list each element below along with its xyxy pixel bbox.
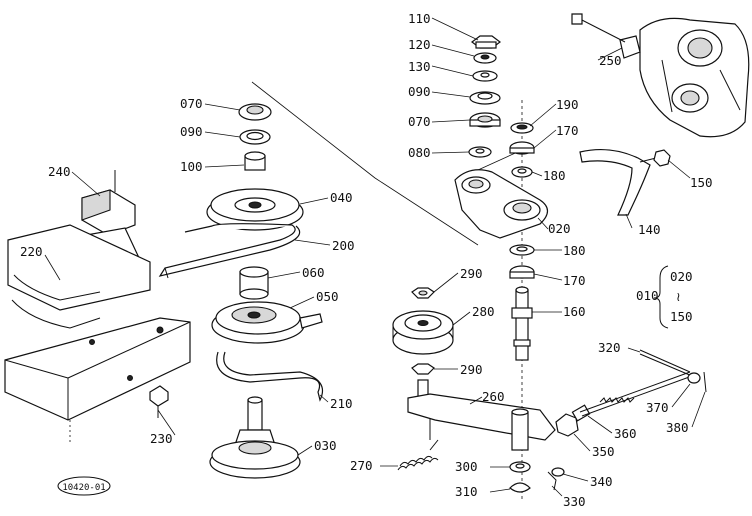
callout-260: 260	[482, 389, 505, 404]
callout-350: 350	[592, 444, 615, 459]
callout-300: 300	[455, 459, 478, 474]
callout-170-upper: 170	[556, 123, 579, 138]
guide-line	[251, 81, 479, 246]
callout-160: 160	[563, 304, 586, 319]
part-310-clip	[509, 482, 531, 493]
callout-090-lower: 090	[180, 124, 203, 139]
diagram-code-box: 10420-01	[57, 476, 111, 496]
part-100-collar	[244, 151, 266, 171]
part-250-gearbox	[571, 13, 750, 138]
callout-270: 270	[350, 458, 373, 473]
assembly-note-to: 150	[670, 309, 693, 324]
callout-250: 250	[599, 53, 622, 68]
callout-190: 190	[556, 97, 579, 112]
part-370-washer	[687, 372, 701, 384]
part-230-bolt	[149, 385, 169, 418]
callout-290-top: 290	[460, 266, 483, 281]
callout-050: 050	[316, 289, 339, 304]
leader-lines	[44, 17, 706, 497]
callout-290-bottom: 290	[460, 362, 483, 377]
callout-120: 120	[408, 37, 431, 52]
part-130-washer	[472, 70, 498, 82]
callout-040: 040	[330, 190, 353, 205]
part-290-nut-top	[411, 287, 435, 299]
callout-140: 140	[638, 222, 661, 237]
callout-labels: 110 120 130 090 070 080 190 170 180 020 …	[20, 11, 713, 509]
part-300-washer	[509, 461, 531, 473]
part-160-shaft	[511, 286, 533, 361]
callout-100: 100	[180, 159, 203, 174]
callout-030: 030	[314, 438, 337, 453]
callout-080: 080	[408, 145, 431, 160]
callout-130: 130	[408, 59, 431, 74]
part-080-collar	[468, 146, 492, 158]
callout-310: 310	[455, 484, 478, 499]
part-330-pin	[547, 471, 557, 491]
callout-020: 020	[548, 221, 571, 236]
diagram-code: 10420-01	[62, 483, 105, 493]
part-150-bolt	[639, 149, 671, 167]
part-170-bearing-lower	[509, 265, 535, 279]
callout-320: 320	[598, 340, 621, 355]
callout-200: 200	[332, 238, 355, 253]
callout-340: 340	[590, 474, 613, 489]
part-280-idler-pulley	[392, 310, 454, 355]
callout-150: 150	[690, 175, 713, 190]
part-210-belt	[216, 351, 324, 402]
callout-230: 230	[150, 431, 173, 446]
callout-330: 330	[563, 494, 586, 509]
callout-170-lower: 170	[563, 273, 586, 288]
part-200-belt	[158, 223, 301, 279]
part-140-bracket	[579, 148, 651, 216]
part-110-nut	[471, 35, 501, 49]
callout-280: 280	[472, 304, 495, 319]
callout-070-lower: 070	[180, 96, 203, 111]
part-030-spindle	[209, 396, 301, 479]
callout-060: 060	[302, 265, 325, 280]
part-340-washer	[551, 467, 565, 477]
part-090-seal-upper	[469, 91, 501, 105]
part-380-pin	[703, 371, 707, 393]
part-260-tension-arm	[407, 379, 556, 451]
assembly-note-prefix: 010	[636, 288, 659, 303]
part-290-nut-bottom	[411, 363, 435, 375]
part-190-ring	[510, 122, 534, 134]
part-220-frame	[4, 224, 191, 445]
part-350-nut	[555, 413, 579, 437]
callout-380: 380	[666, 420, 689, 435]
callout-370: 370	[646, 400, 669, 415]
callout-180-upper: 180	[543, 168, 566, 183]
part-180-washer	[511, 166, 533, 178]
part-170-bearing	[509, 141, 535, 155]
part-040-pulley	[206, 188, 304, 231]
assembly-note-brace	[653, 265, 669, 329]
part-060-collar	[239, 266, 269, 300]
callout-070-upper: 070	[408, 114, 431, 129]
assembly-note-sep: ≀	[676, 289, 681, 304]
callout-210: 210	[330, 396, 353, 411]
part-180-washer-lower	[509, 244, 535, 256]
part-070-bearing-upper	[469, 112, 501, 128]
part-270-spring	[397, 439, 439, 471]
callout-180-lower: 180	[563, 243, 586, 258]
assembly-note-from: 020	[670, 269, 693, 284]
part-020-arm	[454, 169, 549, 239]
callout-240: 240	[48, 164, 71, 179]
callout-220: 220	[20, 244, 43, 259]
part-050-pulley	[211, 301, 323, 344]
callout-090-upper: 090	[408, 84, 431, 99]
part-320-rod	[579, 349, 693, 417]
part-120-washer	[473, 52, 497, 64]
part-090-seal	[239, 129, 271, 145]
callout-360: 360	[614, 426, 637, 441]
callout-110: 110	[408, 11, 431, 26]
part-070-bearing	[238, 103, 272, 121]
